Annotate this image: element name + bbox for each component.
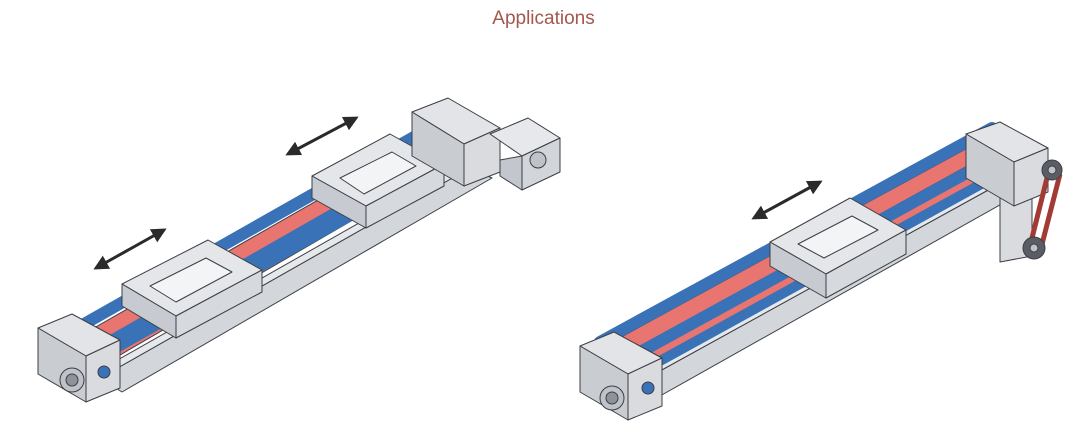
belt-drive	[1022, 159, 1063, 260]
motion-arrow-icon	[751, 180, 823, 220]
end-block	[411, 97, 501, 187]
motion-arrow-icon	[285, 116, 359, 156]
end-block	[965, 121, 1049, 207]
carriage	[121, 239, 263, 339]
page-title: Applications	[492, 8, 595, 29]
end-block	[579, 331, 663, 421]
actuator-left	[37, 97, 561, 403]
motor	[489, 117, 561, 191]
motion-arrow-icon	[93, 228, 167, 270]
carriage	[311, 133, 445, 229]
end-block	[37, 313, 121, 403]
actuator-right	[579, 121, 1063, 421]
carriage	[769, 197, 907, 299]
